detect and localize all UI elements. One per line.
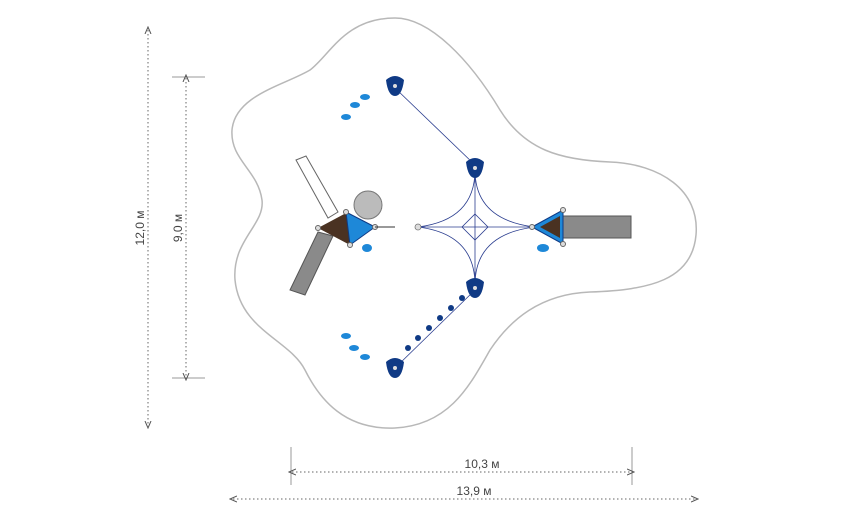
net-post-top	[386, 76, 404, 96]
dimension-label: 9,0 м	[171, 214, 185, 242]
left-play-tower	[289, 155, 395, 296]
stepping-stones-top-left	[341, 94, 370, 120]
dimension-total-height: 12,0 м	[133, 30, 148, 425]
dimension-inner-height: 9,0 м	[171, 77, 205, 378]
spring-rider-right	[537, 244, 549, 252]
spider-net	[394, 87, 536, 369]
right-play-tower	[529, 207, 632, 247]
net-post-center-top	[466, 158, 484, 178]
net-post-center-bottom	[466, 278, 484, 298]
stepping-chain	[405, 295, 465, 351]
net-post-bottom	[386, 358, 404, 378]
stepping-stones-bottom-left	[341, 333, 370, 360]
dimension-total-width: 13,9 м	[233, 484, 695, 499]
dimension-label: 10,3 м	[465, 457, 500, 471]
dimension-label: 12,0 м	[133, 211, 147, 246]
dimension-label: 13,9 м	[457, 484, 492, 498]
dimension-inner-width: 10,3 м	[291, 447, 632, 485]
safety-zone-outline	[231, 17, 697, 429]
